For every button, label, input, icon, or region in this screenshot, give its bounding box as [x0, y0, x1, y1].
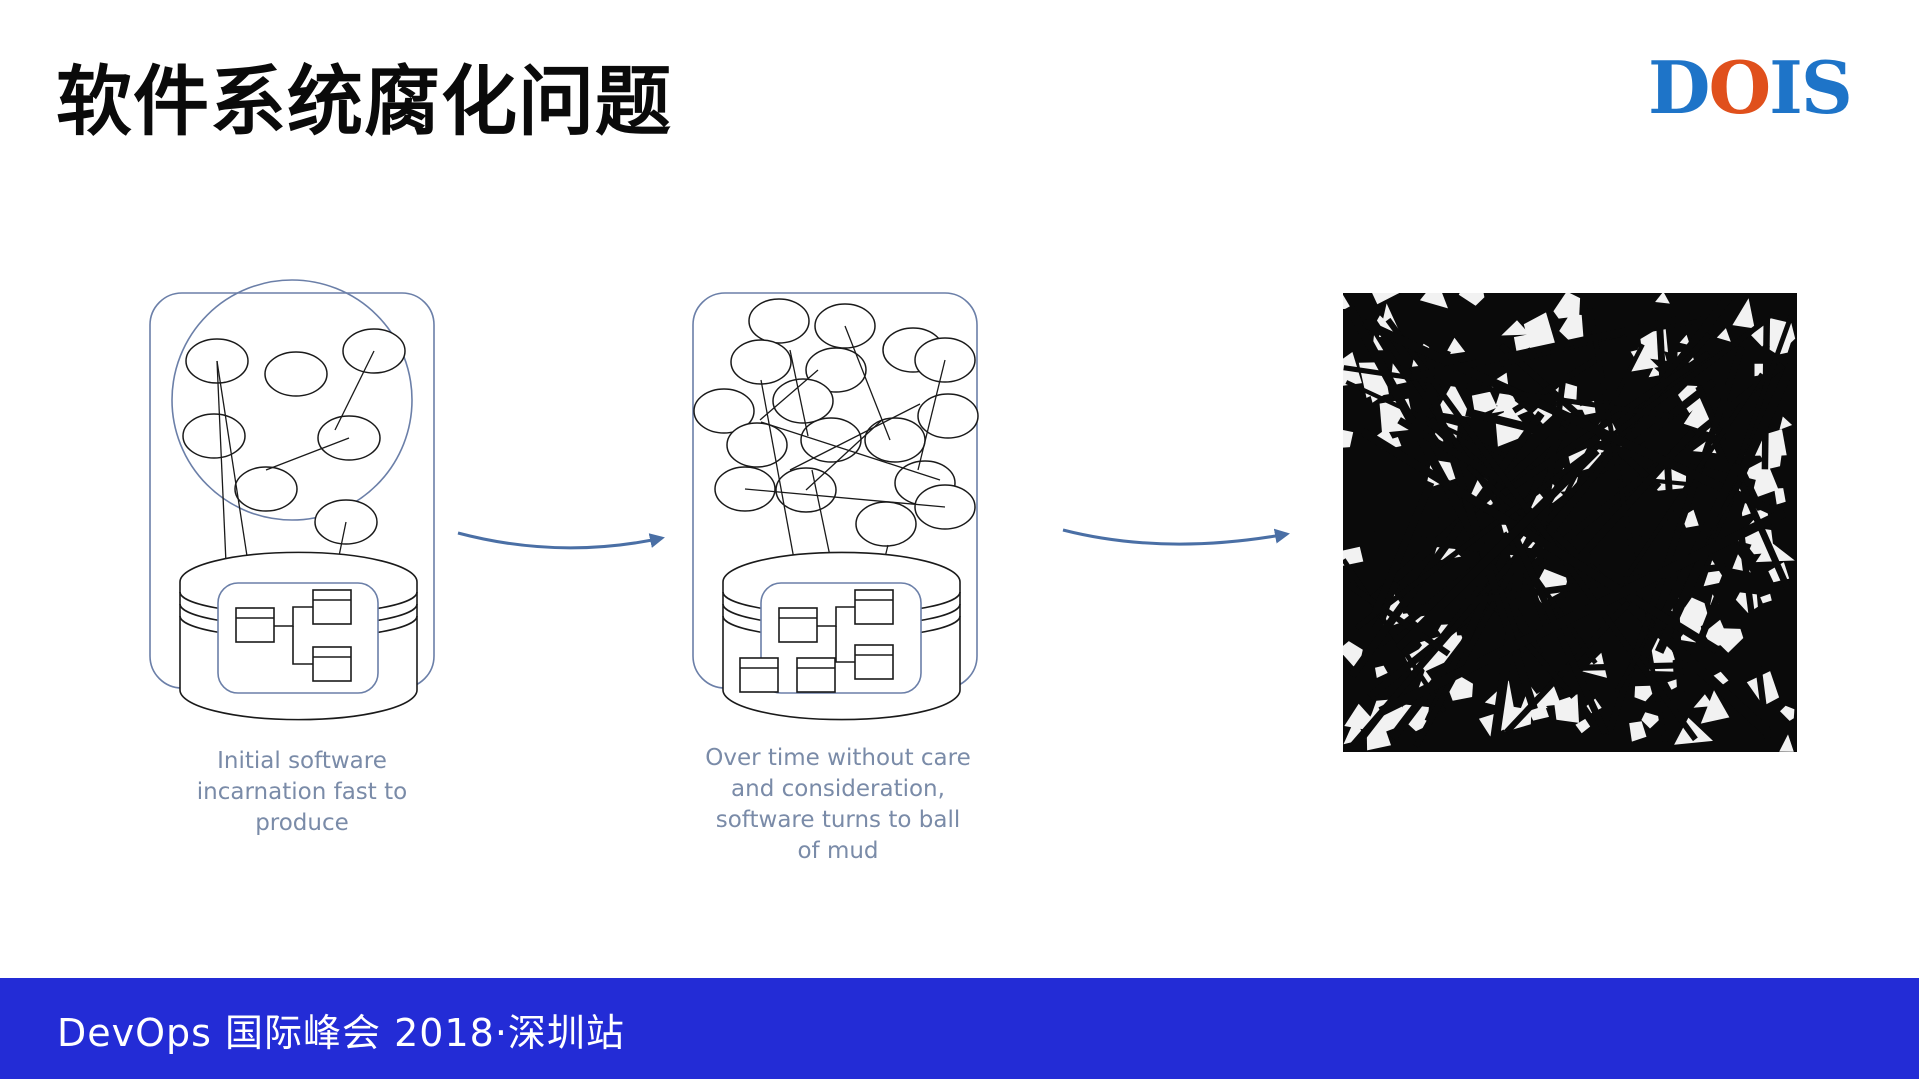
tangle-strand: [1360, 428, 1720, 654]
tangle-strand: [1388, 293, 1735, 741]
tangle-strand: [1617, 372, 1764, 589]
tangle-gap: [1436, 382, 1472, 418]
tangle-gap: [1663, 650, 1675, 663]
tangle-strand: [1406, 516, 1442, 587]
software-rot-diagram: [149, 279, 1797, 752]
caption-line: incarnation fast to: [196, 779, 408, 805]
transition-arrow-1: [457, 531, 665, 550]
logo-letter-d: D: [1648, 45, 1710, 130]
tangle-gap: [1700, 690, 1730, 724]
tangle-gap: [1716, 328, 1731, 342]
caption-ball-of-mud: Over time without care and consideration…: [683, 743, 993, 867]
caption-line: of mud: [797, 838, 879, 864]
tangled-mess-image: [1343, 293, 1797, 752]
tangle-strand: [1402, 563, 1726, 614]
tangle-gap: [1399, 704, 1429, 732]
caption-line: Initial software: [217, 748, 387, 774]
tangle-gap: [1648, 367, 1663, 378]
tangle-strand: [1465, 407, 1756, 489]
tangle-strand: [1344, 580, 1451, 657]
tangle-gap: [1780, 705, 1795, 721]
slide-title: 软件系统腐化问题: [56, 57, 672, 146]
tangle-strands: [1343, 293, 1797, 752]
caption-initial: Initial software incarnation fast to pro…: [167, 746, 437, 839]
tangle-strand: [1413, 469, 1569, 748]
tangle-strand: [1371, 480, 1435, 616]
tangle-strand: [1385, 317, 1698, 742]
tangle-gap: [1760, 593, 1772, 604]
database-cylinder: [179, 551, 418, 721]
ball-of-mud-diagram: [692, 292, 979, 721]
tangle-gap: [1627, 347, 1659, 373]
tangle-gap: [1693, 694, 1714, 708]
tangle-gap: [1681, 509, 1699, 528]
tangle-strand: [1358, 529, 1619, 567]
tangle-gap: [1779, 734, 1794, 752]
tangle-gap: [1554, 694, 1579, 723]
tangle-strand: [1716, 368, 1771, 739]
tangle-gap: [1458, 293, 1485, 306]
tangle-gap: [1366, 726, 1391, 751]
dois-logo: DOIS: [1648, 45, 1853, 130]
tangle-gap: [1634, 685, 1653, 702]
module-nodes: [693, 298, 979, 547]
tangle-gap: [1732, 298, 1755, 329]
logo-letter-i: I: [1769, 45, 1803, 130]
tangle-gap: [1513, 333, 1540, 353]
footer-text: DevOps 国际峰会 2018·深圳站: [57, 1011, 625, 1055]
caption-line: and consideration,: [731, 776, 945, 802]
tangle-gap: [1755, 541, 1795, 563]
tangle-strand: [1395, 447, 1600, 652]
data-tables: [235, 589, 352, 682]
tangle-strand: [1523, 659, 1792, 673]
tangle-strand: [1572, 428, 1697, 566]
tangle-gap: [1501, 320, 1530, 336]
tangle-gap: [1375, 665, 1388, 678]
tangle-strand: [1586, 303, 1669, 747]
caption-line: produce: [255, 810, 349, 836]
transition-arrow-2: [1062, 528, 1290, 546]
tangle-gap: [1471, 391, 1498, 417]
caption-line: software turns to ball: [715, 807, 961, 833]
tangle-gap: [1629, 721, 1647, 742]
tangle-strand: [1406, 348, 1451, 446]
tangle-gap: [1779, 416, 1793, 430]
tangle-gap: [1674, 717, 1713, 745]
tangle-gap: [1575, 718, 1591, 734]
tangle-strand: [1409, 311, 1701, 381]
tangle-strand: [1343, 365, 1674, 420]
tangle-gap: [1343, 641, 1363, 667]
footer-bar: DevOps 国际峰会 2018·深圳站: [0, 978, 1919, 1079]
initial-software-diagram: [149, 279, 435, 721]
data-tables: [739, 589, 894, 693]
tangle-strand: [1378, 508, 1787, 717]
tangle-gap: [1679, 334, 1690, 346]
tangle-gap: [1343, 546, 1364, 566]
tangle-gap: [1372, 293, 1400, 305]
caption-line: Over time without care: [705, 745, 971, 771]
tangle-gap: [1655, 293, 1670, 304]
database-cylinder: [722, 551, 961, 721]
tangle-gap: [1343, 429, 1354, 448]
module-nodes: [182, 328, 406, 545]
tangle-strand: [1500, 350, 1711, 498]
module-cloud: [171, 279, 413, 521]
tangle-gap: [1444, 337, 1466, 355]
tangle-strand: [1354, 319, 1766, 631]
tangle-gap: [1343, 294, 1352, 309]
module-node: [264, 351, 328, 397]
module-node: [234, 466, 298, 512]
logo-letter-o: O: [1708, 45, 1771, 130]
tangle-strand: [1669, 543, 1742, 712]
tangle-gap: [1553, 293, 1581, 319]
tangle-gap: [1713, 628, 1744, 653]
tangle-gap: [1641, 712, 1660, 729]
tangle-gap: [1559, 314, 1584, 345]
tangle-gap: [1419, 293, 1448, 309]
module-node: [182, 413, 246, 459]
tangle-strand: [1361, 319, 1780, 518]
tangle-gap: [1774, 488, 1786, 505]
logo-letter-s: S: [1800, 45, 1853, 130]
